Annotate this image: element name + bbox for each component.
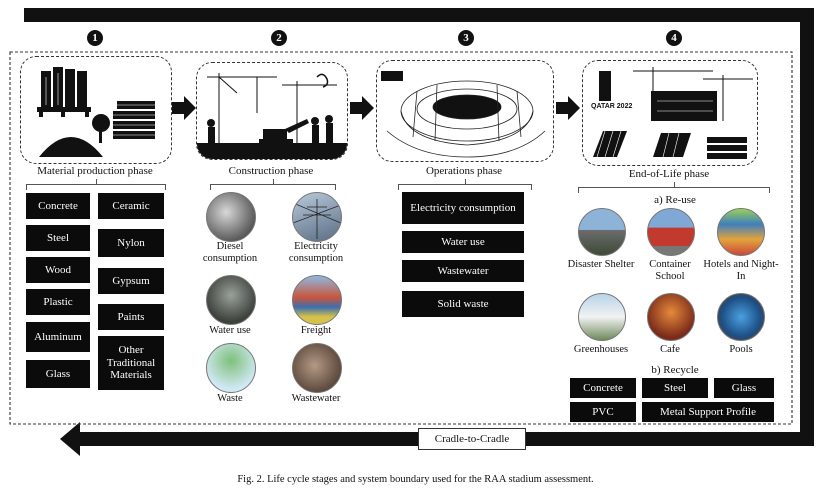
recycle-steel: Steel — [642, 378, 708, 398]
reuse-greenhouses: Greenhouses — [573, 344, 629, 355]
recycle-pvc: PVC — [570, 402, 636, 422]
material-production-illustration — [20, 56, 172, 164]
construction-item-waste: Waste — [217, 393, 243, 404]
arrow-right-icon — [172, 96, 196, 120]
phase-label-end-of-life: End-of-Life phase — [628, 168, 710, 180]
reuse-container-school: Container School — [649, 259, 691, 283]
material-other-traditional: Other Traditional Materials — [98, 336, 164, 390]
reuse-cafe: Cafe — [660, 344, 680, 355]
phase-label-material: Material production phase — [37, 165, 153, 177]
construction-item-electricity: Electricity consumption — [288, 241, 344, 265]
pools-photo — [717, 293, 765, 341]
material-ceramic: Ceramic — [98, 193, 164, 219]
construction-item-water-use: Water use — [209, 325, 251, 336]
recycle-concrete: Concrete — [570, 378, 636, 398]
material-wood: Wood — [26, 257, 90, 283]
reuse-pools: Pools — [729, 344, 753, 355]
end-of-life-illustration: QATAR 2022 — [582, 60, 758, 166]
phase-label-operations: Operations phase — [425, 165, 503, 177]
phase-number-4: 4 — [666, 30, 682, 46]
cradle-to-cradle-label: Cradle-to-Cradle — [418, 428, 526, 450]
cafe-photo — [647, 293, 695, 341]
material-glass: Glass — [26, 360, 90, 388]
construction-item-freight: Freight — [300, 325, 332, 336]
container-school-photo — [647, 208, 695, 256]
electricity-consumption-photo — [292, 192, 342, 242]
wastewater-photo — [292, 343, 342, 393]
phase-number-1: 1 — [87, 30, 103, 46]
recycle-metal-support-profile: Metal Support Profile — [642, 402, 774, 422]
material-concrete: Concrete — [26, 193, 90, 219]
material-nylon: Nylon — [98, 229, 164, 257]
construction-item-wastewater: Wastewater — [291, 393, 341, 404]
phase-label-construction: Construction phase — [228, 165, 314, 177]
construction-illustration — [196, 62, 348, 160]
greenhouses-photo — [578, 293, 626, 341]
recycle-title: b) Recycle — [651, 364, 699, 376]
diesel-consumption-photo — [206, 192, 256, 242]
construction-item-diesel: Diesel consumption — [202, 241, 258, 265]
operations-solid-waste: Solid waste — [402, 291, 524, 317]
phase-number-2: 2 — [271, 30, 287, 46]
freight-photo — [292, 275, 342, 325]
bracket-end-of-life — [578, 182, 770, 193]
arrow-right-icon — [556, 96, 580, 120]
qatar-logo: QATAR 2022 — [591, 103, 633, 110]
operations-electricity: Electricity consumption — [402, 192, 524, 224]
phase-number-3: 3 — [458, 30, 474, 46]
material-paints: Paints — [98, 304, 164, 330]
operations-illustration — [376, 60, 554, 162]
operations-wastewater: Wastewater — [402, 260, 524, 282]
reuse-title: a) Re-use — [654, 194, 696, 206]
operations-water-use: Water use — [402, 231, 524, 253]
bracket-construction — [210, 179, 336, 190]
hotels-photo — [717, 208, 765, 256]
material-aluminum: Aluminum — [26, 322, 90, 352]
material-plastic: Plastic — [26, 289, 90, 315]
reuse-disaster-shelter: Disaster Shelter — [567, 259, 635, 270]
bracket-operations — [398, 179, 532, 190]
material-steel: Steel — [26, 225, 90, 251]
figure-caption: Fig. 2. Life cycle stages and system bou… — [237, 474, 594, 485]
material-gypsum: Gypsum — [98, 268, 164, 294]
waste-photo — [206, 343, 256, 393]
reuse-hotels-night-in: Hotels and Night-In — [703, 259, 779, 283]
water-use-photo — [206, 275, 256, 325]
recycle-glass: Glass — [714, 378, 774, 398]
disaster-shelter-photo — [578, 208, 626, 256]
bracket-material — [26, 179, 166, 190]
arrow-right-icon — [350, 96, 374, 120]
